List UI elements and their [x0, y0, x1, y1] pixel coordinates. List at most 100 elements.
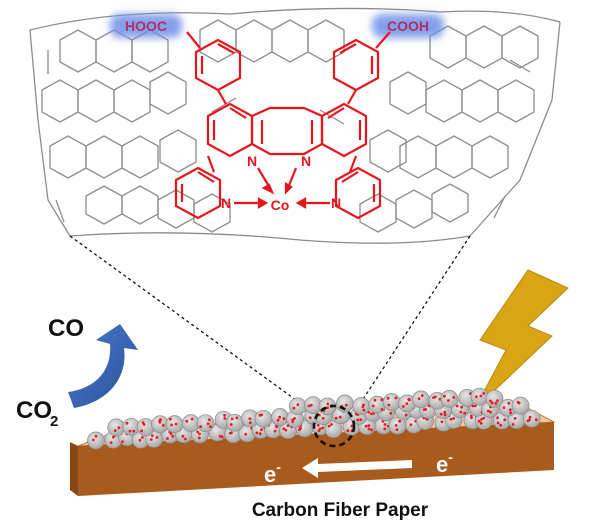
catalyst-site-dot: [398, 419, 402, 423]
catalyst-site-dot: [321, 426, 325, 430]
catalyst-site-dot: [443, 413, 447, 417]
catalyst-site-dot: [327, 424, 331, 428]
catalyst-site-dot: [334, 416, 338, 420]
electron-flow: e- e-: [264, 449, 453, 487]
catalyst-site-dot: [198, 432, 201, 436]
catalyst-site-dot: [482, 392, 486, 395]
catalyst-site-dot: [370, 428, 373, 432]
catalyst-site-dot: [443, 394, 446, 398]
catalyst-site-dot: [197, 436, 201, 440]
catalyst-site-dot: [309, 403, 313, 407]
outer-right-pyridine: [334, 166, 382, 220]
catalyst-site-dot: [373, 398, 377, 402]
catalyst-site-dot: [473, 404, 477, 408]
catalyst-particle: [412, 390, 430, 409]
paper-side-face: [70, 442, 78, 496]
catalyst-site-dot: [248, 421, 252, 425]
catalyst-site-dot: [432, 396, 435, 399]
catalyst-site-dot: [196, 430, 200, 434]
catalyst-site-dot: [367, 424, 371, 428]
catalyst-site-dot: [307, 404, 311, 408]
catalyst-site-dot: [463, 411, 466, 415]
substrate-label: Carbon Fiber Paper: [252, 500, 429, 521]
catalyst-particle-layer: [87, 387, 541, 450]
catalyst-site-dot: [113, 429, 117, 433]
left-phenyl-ring: [194, 38, 242, 92]
catalyst-site-dot: [338, 415, 342, 419]
catalyst-site-dot: [109, 441, 113, 444]
catalyst-site-dot: [326, 402, 330, 406]
catalyst-site-dot: [344, 403, 348, 407]
catalyst-site-dot: [528, 415, 532, 419]
catalyst-site-dot: [404, 413, 408, 417]
catalyst-site-dot: [422, 408, 426, 411]
catalyst-site-dot: [94, 434, 98, 438]
catalyst-site-dot: [489, 410, 492, 414]
catalyst-site-dot: [350, 424, 354, 428]
catalyst-site-dot: [494, 401, 498, 405]
catalyst-site-dot: [356, 418, 360, 422]
catalyst-site-dot: [490, 401, 494, 405]
catalyst-site-dot: [380, 398, 384, 402]
catalyst-site-dot: [477, 419, 481, 423]
catalyst-site-dot: [486, 409, 490, 413]
carbon-nanotube: [29, 7, 561, 244]
catalyst-site-dot: [459, 410, 463, 414]
catalyst-site-dot: [513, 417, 517, 420]
catalyst-site-dot: [273, 429, 277, 433]
nitrogen-label-1: N: [247, 153, 257, 169]
catalyst-site-dot: [394, 424, 398, 427]
electron-right-label: e-: [436, 449, 453, 477]
catalyst-site-dot: [199, 425, 203, 428]
catalyst-site-dot: [155, 436, 159, 439]
catalyst-site-dot: [503, 418, 507, 422]
cobalt-terpyridine-complex: [110, 14, 444, 220]
catalyst-site-dot: [183, 437, 187, 441]
catalyst-site-dot: [443, 410, 447, 414]
coordination-arrows: [234, 167, 330, 209]
catalyst-site-dot: [440, 420, 444, 424]
catalyst-site-dot: [508, 408, 512, 412]
catalyst-site-dot: [171, 434, 175, 438]
catalyst-site-dot: [174, 422, 178, 426]
catalyst-site-dot: [417, 397, 421, 401]
catalyst-site-dot: [362, 403, 365, 407]
catalyst-site-dot: [121, 440, 124, 444]
catalyst-site-dot: [282, 417, 286, 421]
zoom-guide-lines: [69, 235, 471, 417]
outer-left-pyridine: [174, 166, 222, 220]
catalyst-particle: [196, 414, 215, 433]
catalyst-particle: [136, 418, 155, 436]
catalyst-site-dot: [447, 399, 450, 402]
catalyst-particle: [225, 413, 244, 432]
acid-left-glow: [110, 14, 182, 38]
catalyst-site-dot: [169, 417, 172, 421]
catalyst-site-dot: [166, 437, 169, 440]
catalyst-site-dot: [482, 416, 486, 420]
catalyst-site-dot: [516, 400, 520, 404]
catalyst-site-dot: [367, 427, 371, 431]
catalyst-site-dot: [389, 411, 393, 415]
catalyst-site-dot: [439, 412, 443, 416]
lightning-bolt-icon: [473, 269, 569, 411]
nanotube-left-edge: [29, 29, 71, 237]
catalyst-particle: [511, 396, 530, 415]
reactant-label: CO 2: [16, 397, 58, 430]
catalyst-site-dot: [111, 435, 115, 439]
catalyst-site-dot: [244, 432, 248, 436]
catalyst-site-dot: [260, 413, 264, 417]
catalyst-site-dot: [460, 405, 464, 409]
catalyst-site-dot: [293, 417, 296, 420]
acid-right-label: COOH: [387, 18, 429, 34]
left-arrow-icon: [302, 458, 412, 478]
catalyst-site-dot: [526, 419, 530, 423]
catalyst-site-dot: [383, 423, 387, 426]
catalyst-site-dot: [92, 438, 95, 442]
catalyst-site-dot: [499, 423, 502, 427]
catalyst-site-dot: [479, 394, 483, 398]
nanotube-top-edge: [29, 7, 561, 31]
catalyst-site-dot: [169, 432, 173, 435]
catalyst-site-dot: [292, 406, 296, 410]
catalyst-site-dot: [387, 403, 391, 407]
catalyst-particle: [522, 409, 541, 428]
